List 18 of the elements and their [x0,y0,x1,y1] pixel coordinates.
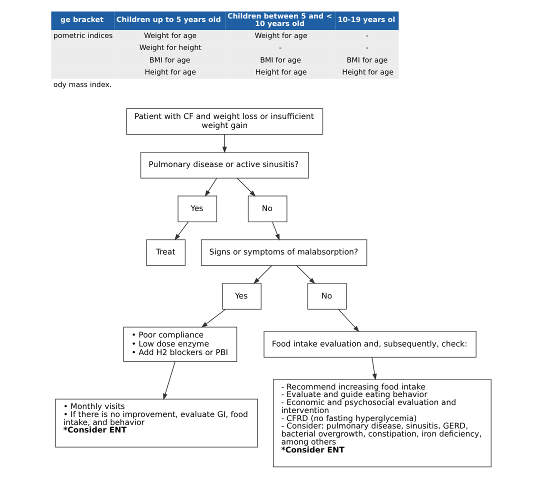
label: 10-19 years ol [338,14,396,24]
label: - [366,43,368,52]
label: Weight for age [144,31,197,40]
label: Children up to 5 years old [116,14,221,24]
label: ody mass index. [53,80,112,89]
label: Height for age [144,68,196,77]
label: Height for age [342,68,394,77]
label: BMI for age [260,55,301,64]
label: Height for age [255,68,307,77]
label: - [366,31,368,40]
label: BMI for age [346,55,388,64]
label: pometric indices [53,31,113,40]
label: Weight for height [139,43,202,52]
label: ge bracket [60,14,104,24]
label: BMI for age [149,55,190,64]
label: Weight for age [254,31,308,40]
label: Children between 5 and < 10 years old [227,12,332,28]
label: - [279,43,282,52]
